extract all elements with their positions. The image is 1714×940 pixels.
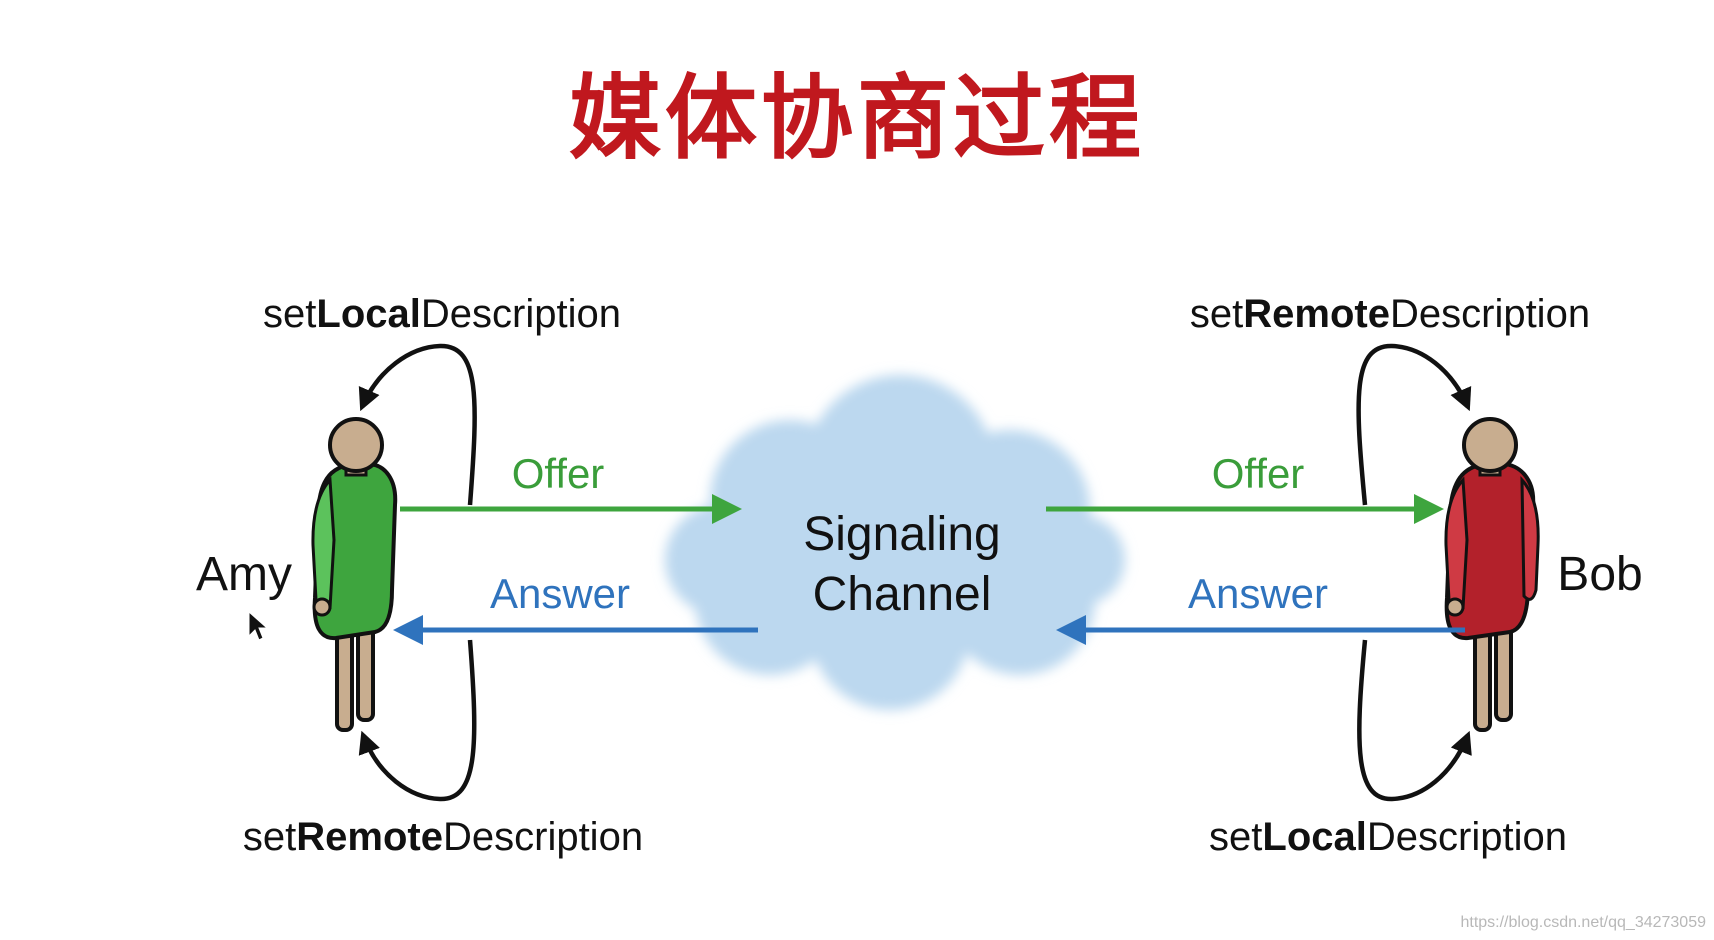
amy-top-description-label: setLocalDescription [263, 292, 621, 336]
bob-set-remote-loop [1356, 343, 1472, 506]
amy-set-local-loop [358, 343, 477, 506]
signaling-channel-cloud [665, 375, 1125, 710]
channel-label-line1: Signaling [803, 508, 1000, 561]
watermark: https://blog.csdn.net/qq_34273059 [1460, 914, 1706, 931]
bob-top-description-label: setRemoteDescription [1190, 292, 1590, 336]
bob-set-local-loop [1357, 639, 1472, 802]
amy-name: Amy [196, 548, 292, 601]
bob-bottom-description-label: setLocalDescription [1209, 815, 1567, 859]
bob-figure [1444, 417, 1540, 732]
amy-set-remote-loop [358, 639, 477, 802]
bob-offer-label: Offer [1212, 450, 1305, 497]
amy-offer-label: Offer [512, 450, 605, 497]
mouse-cursor-icon [248, 610, 269, 641]
bob-name: Bob [1557, 548, 1642, 601]
bob-answer-label: Answer [1188, 570, 1328, 617]
page-title: 媒体协商过程 [568, 65, 1145, 172]
channel-label-line2: Channel [813, 568, 992, 621]
amy-answer-label: Answer [490, 570, 630, 617]
amy-figure [311, 417, 398, 732]
amy-bottom-description-label: setRemoteDescription [243, 815, 643, 859]
